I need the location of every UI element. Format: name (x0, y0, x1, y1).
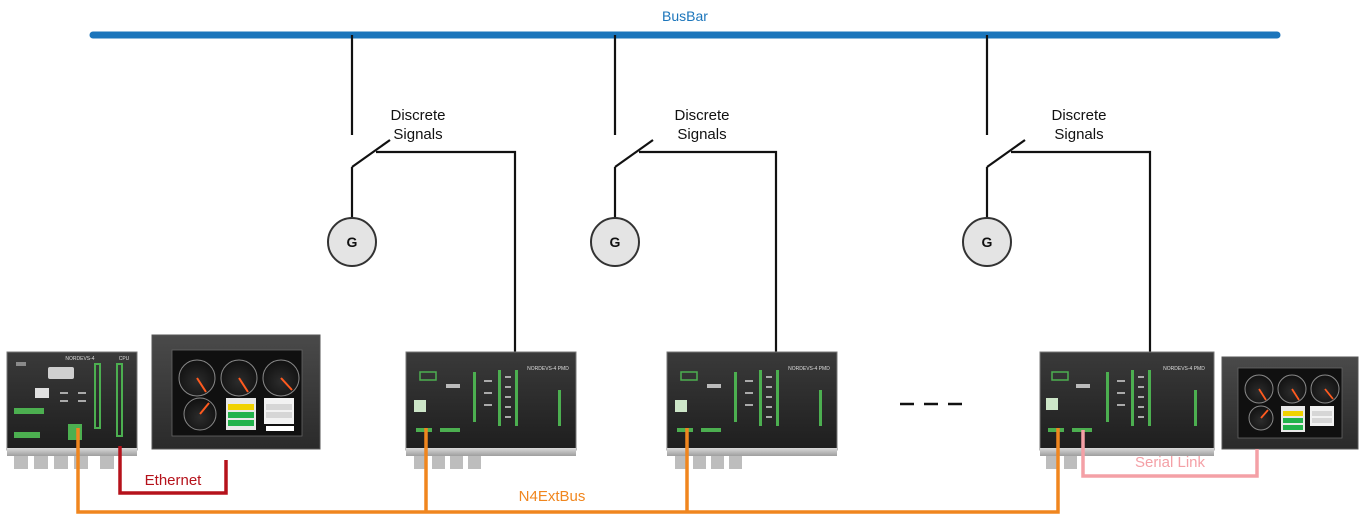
cpu-module: NORDEVS-4 CPU (6, 351, 138, 469)
generator-branch-3 (985, 35, 1152, 355)
n4extbus-link (76, 428, 1060, 514)
hmi-panel-left (151, 334, 321, 450)
pmd-module-1-title: NORDEVS-4 PMD (527, 366, 569, 372)
serial-link (1081, 430, 1259, 478)
hmi-panel-right (1221, 356, 1359, 450)
serial-link-label: Serial Link (1135, 454, 1206, 471)
generator-2: G (590, 217, 640, 267)
ethernet-label: Ethernet (145, 472, 203, 489)
generator-branch-1 (350, 35, 517, 355)
discrete-signals-label-3-line2: Signals (1054, 126, 1103, 143)
pmd-module-3: NORDEVS-4 PMD (1039, 351, 1215, 469)
discrete-signals-label-1-line2: Signals (393, 126, 442, 143)
pmd-module-1: NORDEVS-4 PMD (405, 351, 577, 469)
cpu-module-tag: CPU (119, 356, 130, 362)
pmd-module-2: NORDEVS-4 PMD (666, 351, 838, 469)
ethernet-link (118, 446, 228, 495)
cpu-module-title: NORDEVS-4 (65, 356, 94, 362)
generator-2-symbol: G (610, 234, 621, 250)
generator-1: G (327, 217, 377, 267)
discrete-signals-label-1-line1: Discrete (390, 107, 445, 124)
generator-3: G (962, 217, 1012, 267)
busbar-label: BusBar (662, 8, 708, 24)
discrete-signals-label-2-line2: Signals (677, 126, 726, 143)
n4extbus-label: N4ExtBus (519, 488, 586, 505)
generator-1-symbol: G (347, 234, 358, 250)
generator-3-symbol: G (982, 234, 993, 250)
discrete-signals-label-2-line1: Discrete (674, 107, 729, 124)
pmd-module-3-title: NORDEVS-4 PMD (1163, 366, 1205, 372)
generator-branch-2 (613, 35, 778, 355)
discrete-signals-label-3-line1: Discrete (1051, 107, 1106, 124)
pmd-module-2-title: NORDEVS-4 PMD (788, 366, 830, 372)
